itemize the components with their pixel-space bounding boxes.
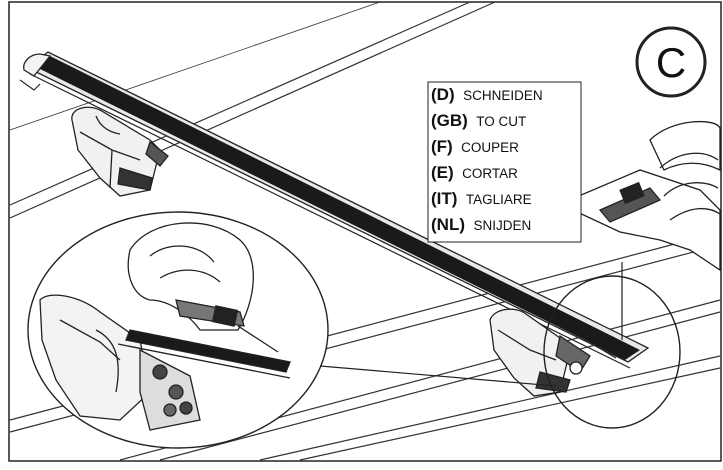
leader-lines [319,262,623,387]
svg-text:(E) CORTAR: (E) CORTAR [431,163,518,182]
instruction-word: CORTAR [462,166,518,181]
lang-code: (F) [431,137,453,156]
instruction-word: SNIJDEN [473,218,531,233]
svg-text:(IT) TAGLIARE: (IT) TAGLIARE [431,189,532,208]
step-badge: C [635,26,707,98]
svg-text:(GB) TO CUT: (GB) TO CUT [431,111,526,130]
lang-code: (D) [431,85,455,104]
instruction-word: TAGLIARE [466,192,532,207]
instruction-list: (D) SCHNEIDEN (GB) TO CUT (F) COUPER (E)… [431,85,543,234]
svg-text:(F) COUPER: (F) COUPER [431,137,519,156]
instruction-box [427,81,582,243]
roof-bar [19,51,650,369]
instruction-word: TO CUT [476,114,526,129]
step-letter: C [656,39,686,86]
lang-code: (NL) [431,215,465,234]
lang-code: (GB) [431,111,468,130]
lang-code: (IT) [431,189,457,208]
instruction-word: COUPER [461,140,519,155]
instruction-word: SCHNEIDEN [463,88,543,103]
hand-with-cutter [558,120,721,272]
left-foot [71,106,169,197]
zoom-circle-left [27,211,329,449]
svg-text:(D) SCHNEIDEN: (D) SCHNEIDEN [431,85,543,104]
lang-code: (E) [431,163,454,182]
right-foot [489,308,617,397]
svg-text:(NL) SNIJDEN: (NL) SNIJDEN [431,215,531,234]
zoom-circle-right [543,275,681,429]
